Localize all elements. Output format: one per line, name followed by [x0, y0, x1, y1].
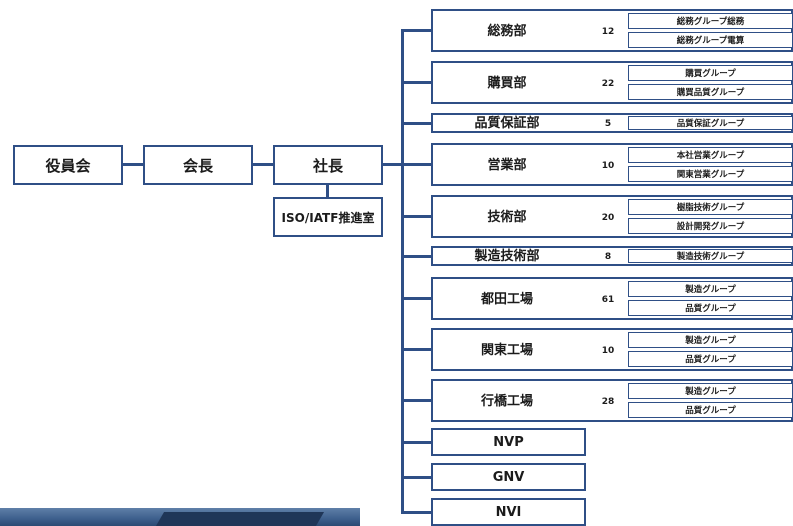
- dept-connector: [401, 121, 431, 125]
- department-box: 品質保証部 5 品質保証グループ: [431, 113, 793, 133]
- department-box: 技術部 20 樹脂技術グループ設計開発グループ: [431, 195, 793, 238]
- department-box: 関東工場 10 製造グループ品質グループ: [431, 328, 793, 371]
- group-box: 関東営業グループ: [628, 166, 793, 182]
- department-name: 営業部: [487, 157, 527, 173]
- group-box: 品質保証グループ: [628, 116, 793, 130]
- board-label: 役員会: [45, 156, 91, 175]
- department-count: 10: [601, 160, 615, 171]
- department-count: 28: [601, 396, 615, 407]
- group-box: 総務グループ総務: [628, 13, 793, 29]
- department-count: 61: [601, 294, 615, 305]
- department-box: 行橋工場 28 製造グループ品質グループ: [431, 379, 793, 422]
- group-box: 品質グループ: [628, 402, 793, 418]
- iso-office-label: ISO/IATF推進室: [281, 210, 375, 225]
- department-name: 都田工場: [480, 291, 533, 307]
- department-count: 12: [601, 26, 615, 37]
- dept-connector: [401, 81, 431, 84]
- group-box: 製造グループ: [628, 332, 793, 348]
- group-box: 本社営業グループ: [628, 147, 793, 163]
- dept-connector: [401, 29, 431, 32]
- dept-connector: [401, 215, 431, 218]
- president-box: 社長: [273, 145, 383, 185]
- department-box: 都田工場 61 製造グループ品質グループ: [431, 277, 793, 320]
- connector-board-chairman: [123, 163, 143, 166]
- department-box: 製造技術部 8 製造技術グループ: [431, 246, 793, 266]
- chairman-box: 会長: [143, 145, 253, 185]
- group-box: 購買グループ: [628, 65, 793, 81]
- department-name: 関東工場: [480, 342, 533, 358]
- president-label: 社長: [312, 156, 343, 175]
- dept-connector: [401, 348, 431, 351]
- building-roof: [155, 512, 325, 526]
- department-name: 購買部: [487, 75, 527, 91]
- org-trunk-line: [401, 29, 404, 512]
- department-box: 営業部 10 本社営業グループ関東営業グループ: [431, 143, 793, 186]
- building-photo: [0, 508, 360, 526]
- department-name: 行橋工場: [480, 393, 533, 409]
- group-box: 品質グループ: [628, 351, 793, 367]
- department-box: 総務部 12 総務グループ総務総務グループ電算: [431, 9, 793, 52]
- department-name: 品質保証部: [474, 116, 540, 131]
- department-count: 20: [601, 212, 615, 223]
- group-box: 製造技術グループ: [628, 249, 793, 263]
- iso-office-box: ISO/IATF推進室: [273, 197, 383, 237]
- department-name: 技術部: [487, 209, 527, 225]
- department-count: 22: [601, 78, 615, 89]
- affiliate-box: GNV: [431, 463, 586, 491]
- dept-connector: [401, 297, 431, 300]
- affiliate-connector: [401, 510, 431, 514]
- chairman-label: 会長: [182, 156, 213, 175]
- connector-chairman-president: [253, 163, 273, 166]
- affiliate-connector: [401, 440, 431, 444]
- department-box: 購買部 22 購買グループ購買品質グループ: [431, 61, 793, 104]
- group-box: 製造グループ: [628, 383, 793, 399]
- group-box: 品質グループ: [628, 300, 793, 316]
- affiliate-box: NVP: [431, 428, 586, 456]
- department-count: 5: [604, 119, 612, 129]
- department-name: 製造技術部: [474, 249, 540, 264]
- connector-president-iso: [326, 185, 329, 197]
- board-box: 役員会: [13, 145, 123, 185]
- dept-connector: [401, 399, 431, 402]
- dept-connector: [401, 254, 431, 258]
- group-box: 総務グループ電算: [628, 32, 793, 48]
- department-count: 8: [604, 252, 612, 262]
- department-count: 10: [601, 345, 615, 356]
- group-box: 設計開発グループ: [628, 218, 793, 234]
- group-box: 製造グループ: [628, 281, 793, 297]
- connector-president-trunk: [383, 163, 403, 166]
- group-box: 樹脂技術グループ: [628, 199, 793, 215]
- group-box: 購買品質グループ: [628, 84, 793, 100]
- department-name: 総務部: [487, 23, 527, 39]
- affiliate-connector: [401, 475, 431, 479]
- dept-connector: [401, 163, 431, 166]
- affiliate-box: NVI: [431, 498, 586, 526]
